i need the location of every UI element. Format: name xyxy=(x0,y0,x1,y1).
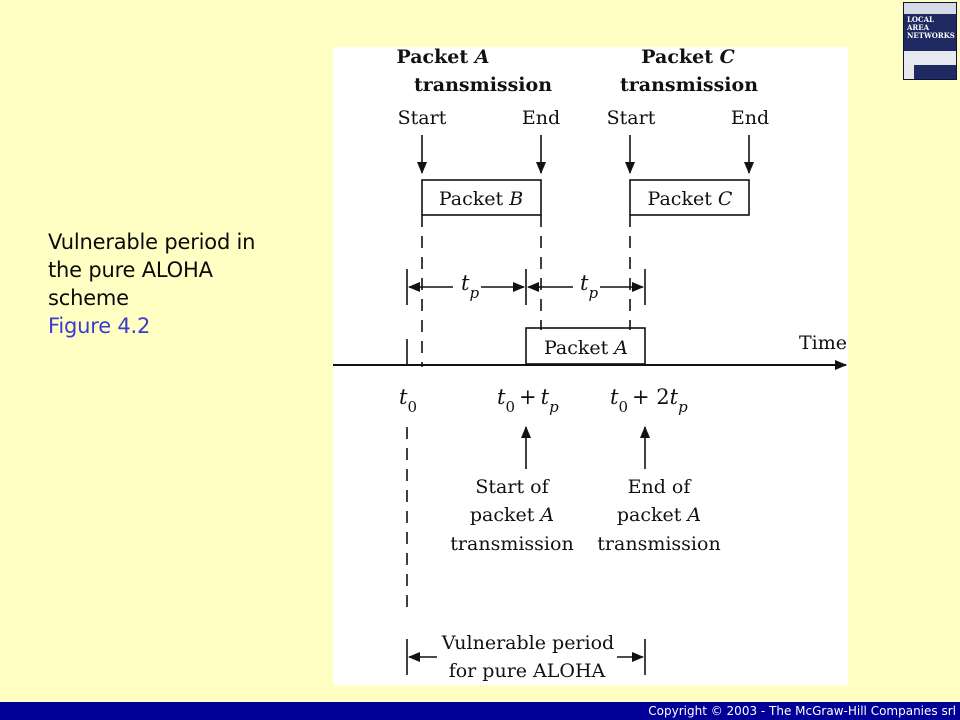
book-cover-strip xyxy=(904,3,956,14)
packet-a-end-label: End xyxy=(522,107,560,129)
t0-label: t0 xyxy=(399,385,417,416)
slide-caption: Vulnerable period in the pure ALOHA sche… xyxy=(48,228,318,340)
start-of-packet-line-3: transmission xyxy=(450,533,573,555)
vulnerable-period-line-1: Vulnerable period xyxy=(441,632,614,654)
end-of-packet-line-3: transmission xyxy=(597,533,720,555)
aloha-diagram-panel: Packet A transmission Packet C transmiss… xyxy=(333,47,848,685)
start-of-packet-line-2: packet A xyxy=(470,504,554,526)
caption-line-3: scheme xyxy=(48,286,129,310)
packet-a-header-line-2: transmission xyxy=(414,74,552,96)
tp1-label: tp xyxy=(461,271,479,302)
packet-c-start-label: Start xyxy=(607,107,656,129)
t0-plus-tp-label: t0+tp xyxy=(497,385,559,416)
figure-reference: Figure 4.2 xyxy=(48,314,151,338)
packet-c-header-line-1: Packet C xyxy=(641,47,734,68)
packet-a-start-label: Start xyxy=(398,107,447,129)
end-of-packet-line-2: packet A xyxy=(617,504,701,526)
vulnerable-period-line-2: for pure ALOHA xyxy=(449,660,606,682)
start-of-packet-line-1: Start of xyxy=(475,476,550,498)
book-cover-publisher-mark xyxy=(904,63,914,79)
packet-c-label: Packet C xyxy=(648,188,733,210)
packet-b-box xyxy=(421,179,542,216)
caption-line-1: Vulnerable period in xyxy=(48,230,256,254)
time-axis-label: Time xyxy=(799,332,847,354)
packet-a-label: Packet A xyxy=(544,337,628,359)
packet-c-header-line-2: transmission xyxy=(620,74,758,96)
book-cover-band xyxy=(904,51,956,65)
packet-c-box xyxy=(629,179,750,216)
footer-bar: Copyright © 2003 - The McGraw-Hill Compa… xyxy=(0,702,960,720)
aloha-diagram: Packet A transmission Packet C transmiss… xyxy=(333,47,847,682)
book-cover-title: LOCAL AREA NETWORKS xyxy=(907,15,955,40)
t0-plus-2tp-label: t0+ 2tp xyxy=(610,385,688,416)
packet-b-label: Packet B xyxy=(439,188,523,210)
copyright-text: Copyright © 2003 - The McGraw-Hill Compa… xyxy=(648,704,956,718)
book-cover-thumbnail: LOCAL AREA NETWORKS xyxy=(903,2,957,80)
caption-line-2: the pure ALOHA xyxy=(48,258,213,282)
packet-a-header-line-1: Packet A xyxy=(396,47,489,68)
end-of-packet-line-1: End of xyxy=(628,476,693,498)
tp2-label: tp xyxy=(580,271,598,302)
packet-c-end-label: End xyxy=(731,107,769,129)
